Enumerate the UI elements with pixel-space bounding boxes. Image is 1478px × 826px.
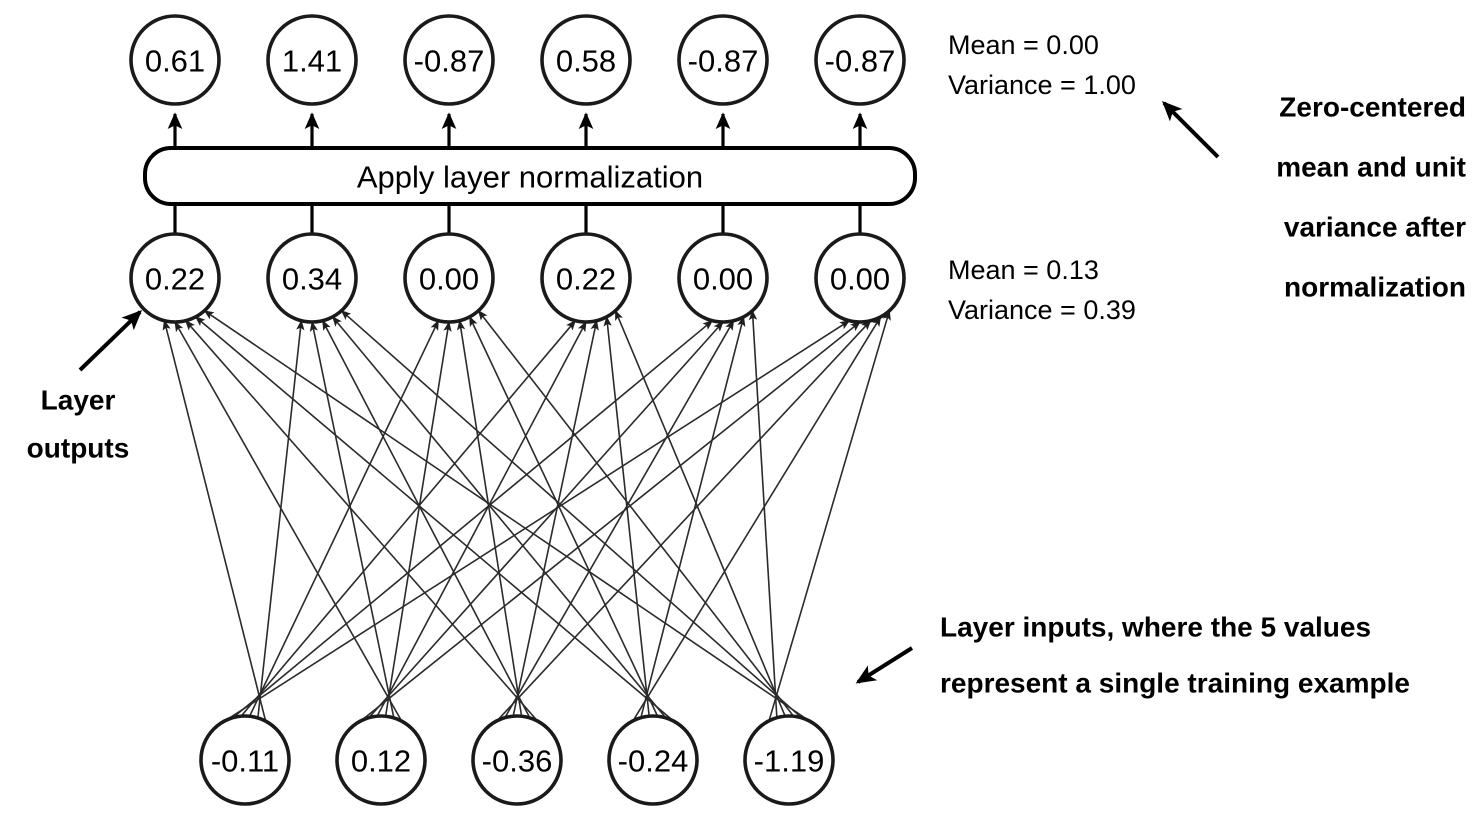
input-node-circle-4 <box>743 714 835 806</box>
layer-outputs-callout-line-0: Layer <box>41 385 116 416</box>
hidden-node-circle-0 <box>129 232 221 324</box>
normalized-callout-line-3: normalization <box>1284 272 1466 303</box>
hidden-stats-block: Mean = 0.13 Variance = 0.39 <box>948 255 1136 325</box>
hidden-node-value-2: 0.00 <box>419 262 479 297</box>
hidden-layer-nodes: 0.22 0.34 0.00 0.22 0.00 0.00 <box>129 232 906 324</box>
output-node-circle-3 <box>540 14 632 106</box>
hidden-variance-label: Variance = 0.39 <box>948 295 1136 325</box>
process-box-label: Apply layer normalization <box>357 160 703 195</box>
edge-in4-to-hidden1 <box>340 310 803 719</box>
apply-layer-normalization-box[interactable]: Apply layer normalization <box>143 146 917 206</box>
output-node-circle-0 <box>129 14 221 106</box>
hidden-mean-label: Mean = 0.13 <box>948 255 1099 285</box>
output-node-value-2: -0.87 <box>414 44 485 79</box>
hidden-node-value-4: 0.00 <box>693 262 753 297</box>
output-variance-label: Variance = 1.00 <box>948 70 1136 100</box>
input-layer-nodes: -0.11 0.12 -0.36 -0.24 -1.19 <box>199 714 835 806</box>
edge-in3-to-hidden0 <box>194 316 675 722</box>
output-node-circle-4 <box>677 14 769 106</box>
output-node-value-3: 0.58 <box>556 44 616 79</box>
edge-in3-to-hidden3 <box>603 315 650 717</box>
hidden-node-circle-2 <box>403 232 495 324</box>
hidden-node-circle-1 <box>266 232 358 324</box>
edge-in0-to-hidden3 <box>240 319 577 717</box>
output-node-circle-1 <box>266 14 358 106</box>
input-node-value-4: -1.19 <box>754 744 825 779</box>
hidden-node-value-0: 0.22 <box>145 262 205 297</box>
layer-outputs-callout: Layer outputs <box>27 310 143 464</box>
output-node-value-0: 0.61 <box>145 44 205 79</box>
edge-in2-to-hidden1 <box>321 319 531 719</box>
edge-in1-to-hidden1 <box>309 320 395 719</box>
input-node-value-3: -0.24 <box>618 744 689 779</box>
edge-in0-to-hidden5 <box>224 320 851 722</box>
edge-in2-to-hidden4 <box>504 319 735 719</box>
hidden-node-circle-4 <box>677 232 769 324</box>
edge-in2-to-hidden2 <box>456 319 523 717</box>
edge-in0-to-hidden1 <box>257 319 305 719</box>
output-node-circle-5 <box>814 14 906 106</box>
edge-in3-to-hidden4 <box>640 315 746 718</box>
edge-in1-to-hidden0 <box>174 321 403 722</box>
layer-outputs-callout-arrow-line <box>78 310 143 372</box>
normalized-callout: Zero-centered mean and unit variance aft… <box>1162 92 1466 303</box>
edge-in3-to-hidden2 <box>468 315 659 717</box>
hidden-node-circle-5 <box>814 232 906 324</box>
input-node-value-0: -0.11 <box>211 744 279 779</box>
edge-in4-to-hidden2 <box>477 309 795 717</box>
edge-in4-to-hidden5 <box>768 309 891 722</box>
edge-in4-to-hidden0 <box>203 310 811 722</box>
edge-in2-to-hidden5 <box>496 319 872 722</box>
hidden-node-value-5: 0.00 <box>830 262 890 297</box>
vertical-connectors <box>167 112 868 236</box>
edge-in0-to-hidden0 <box>162 319 267 722</box>
edge-in4-to-hidden4 <box>748 309 778 718</box>
input-node-circle-3 <box>607 714 699 806</box>
edge-in3-to-hidden5 <box>632 315 882 722</box>
hidden-node-value-1: 0.34 <box>282 262 342 297</box>
normalized-callout-line-2: variance after <box>1284 212 1466 243</box>
normalized-callout-line-0: Zero-centered <box>1279 92 1466 123</box>
hidden-node-circle-3 <box>540 232 632 324</box>
edge-in1-to-hidden2 <box>384 320 452 717</box>
process-box-shape <box>143 146 917 206</box>
input-node-circle-2 <box>471 714 563 806</box>
edge-in3-to-hidden1 <box>331 316 667 719</box>
edge-in0-to-hidden2 <box>248 319 440 717</box>
output-node-value-5: -0.87 <box>825 44 896 79</box>
output-node-circle-2 <box>403 14 495 106</box>
output-layer-nodes: 0.61 1.41 -0.87 0.58 -0.87 -0.87 <box>129 14 906 106</box>
hidden-node-value-3: 0.22 <box>556 262 616 297</box>
edge-in1-to-hidden3 <box>376 321 587 717</box>
edge-in1-to-hidden5 <box>360 321 861 722</box>
layer-inputs-callout: Layer inputs, where the 5 values represe… <box>855 612 1410 699</box>
input-node-value-1: 0.12 <box>351 744 411 779</box>
normalized-callout-line-1: mean and unit <box>1276 152 1466 183</box>
edge-in1-to-hidden4 <box>368 321 724 719</box>
layer-inputs-callout-line-0: Layer inputs, where the 5 values <box>940 612 1371 643</box>
layer-outputs-callout-line-1: outputs <box>27 433 130 464</box>
input-node-circle-0 <box>199 714 291 806</box>
output-node-value-4: -0.87 <box>688 44 759 79</box>
normalized-callout-arrow-line <box>1162 101 1220 159</box>
connection-edges <box>162 309 891 722</box>
layer-inputs-callout-line-1: represent a single training example <box>940 668 1410 699</box>
edge-in2-to-hidden3 <box>512 319 599 717</box>
edge-in2-to-hidden0 <box>184 319 539 722</box>
output-mean-label: Mean = 0.00 <box>948 30 1099 60</box>
input-node-value-2: -0.36 <box>482 744 553 779</box>
output-stats-block: Mean = 0.00 Variance = 1.00 <box>948 30 1136 100</box>
input-node-circle-1 <box>335 714 427 806</box>
output-node-value-1: 1.41 <box>282 44 342 79</box>
layer-inputs-callout-arrow-line <box>855 646 914 684</box>
edge-in0-to-hidden4 <box>232 320 714 719</box>
